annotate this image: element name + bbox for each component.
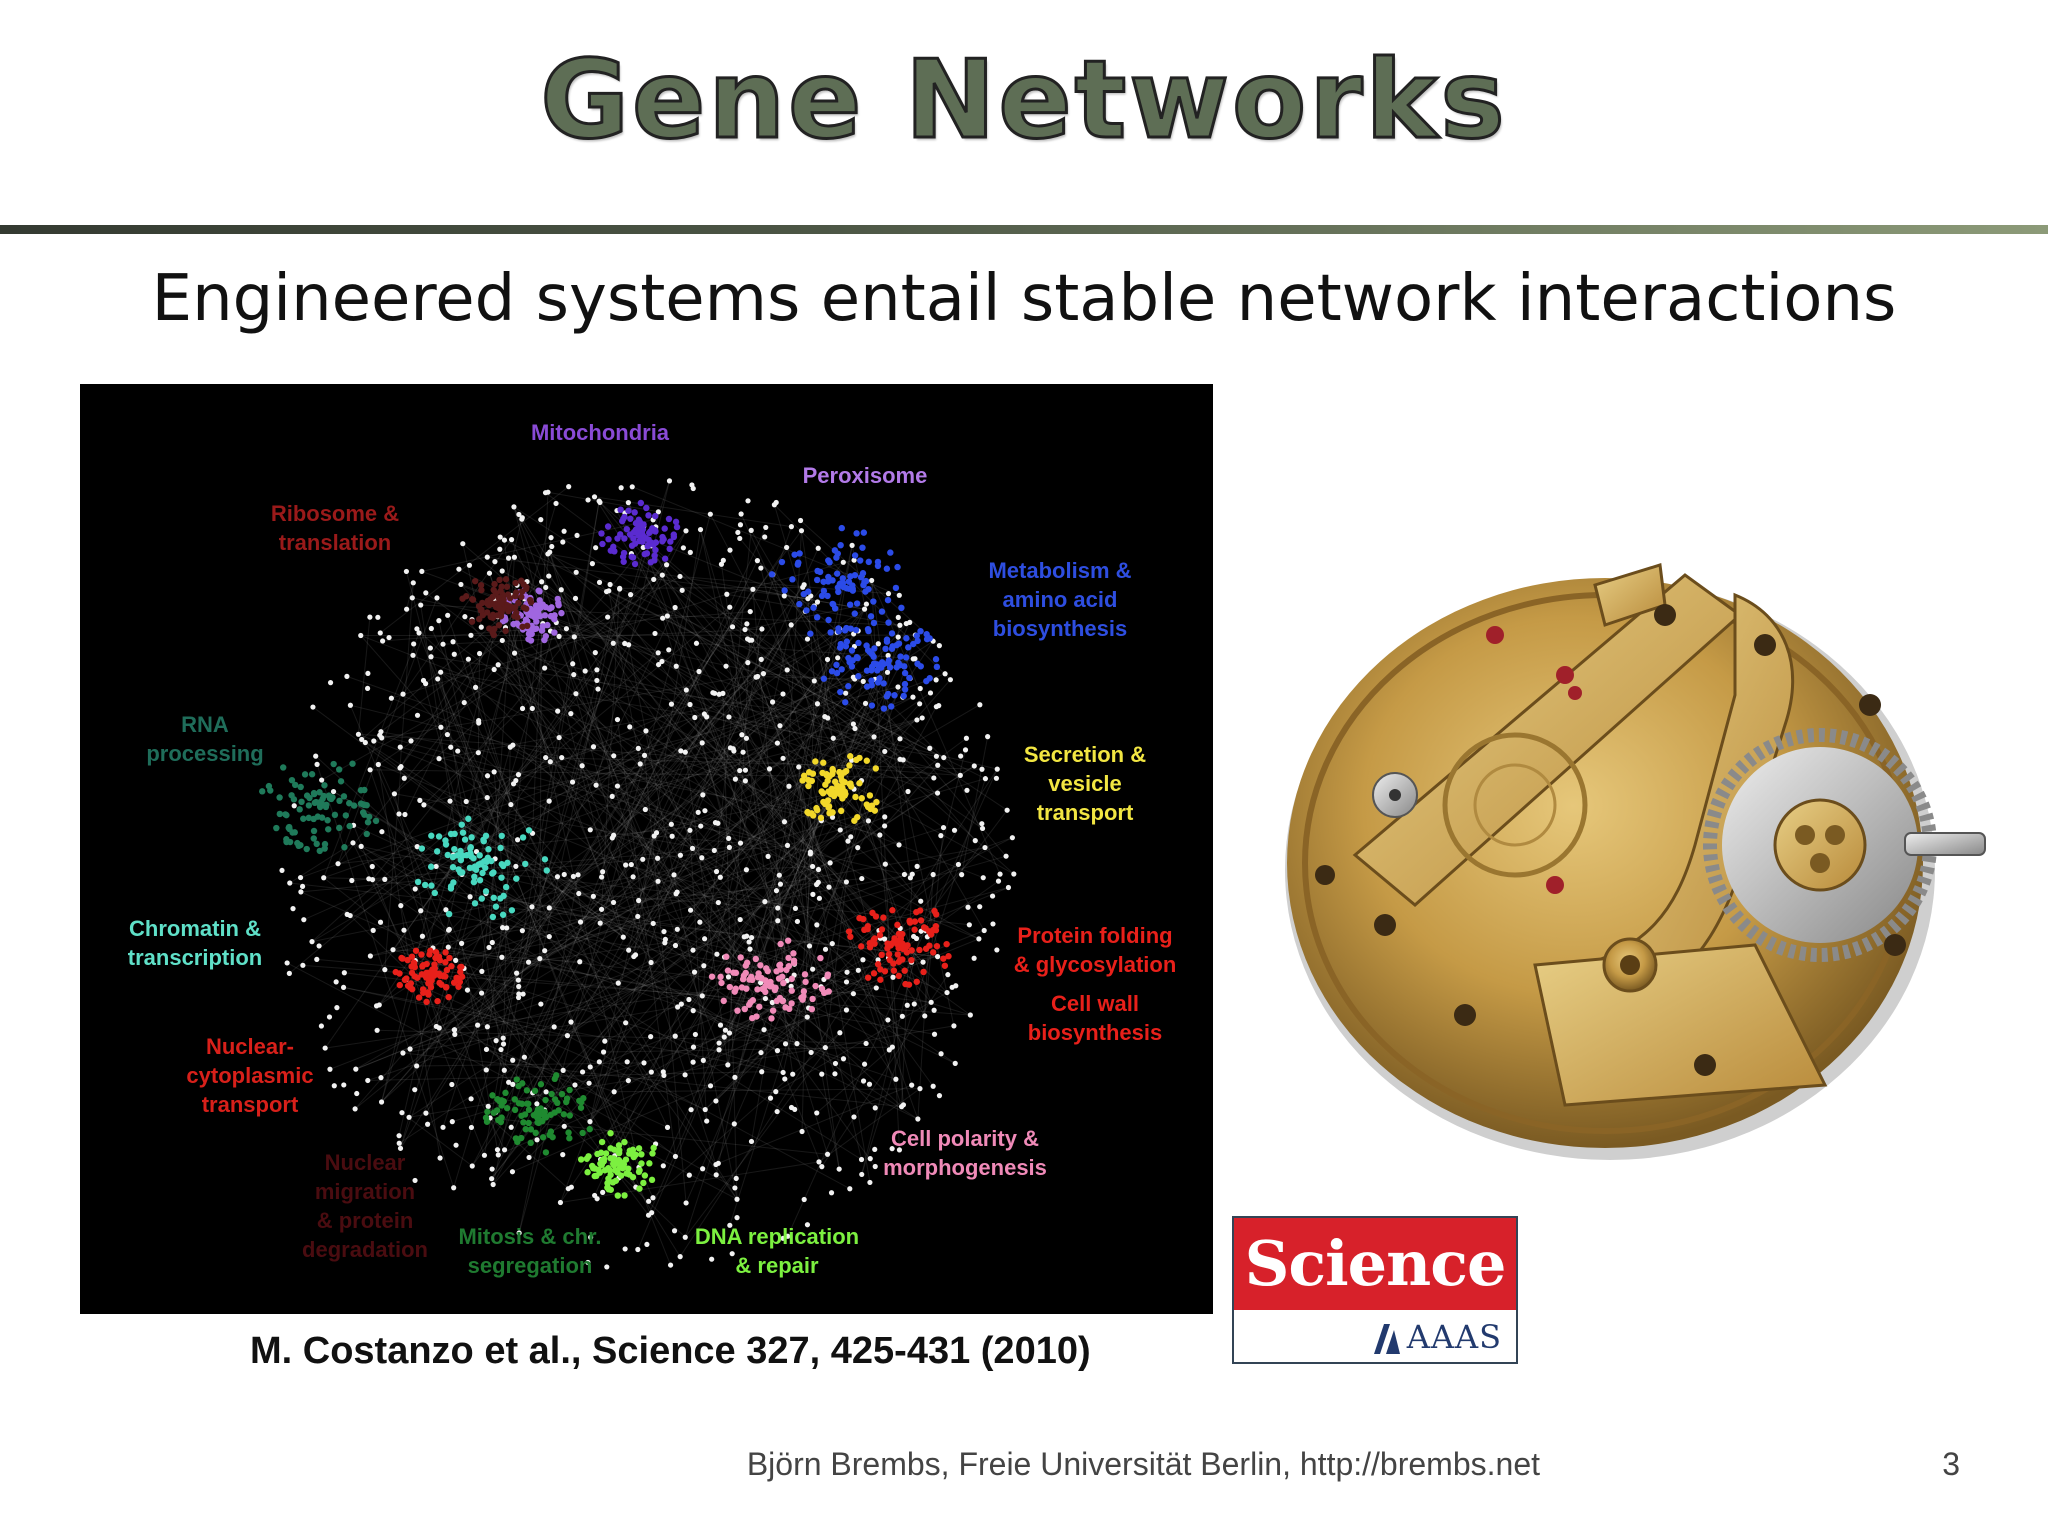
network-graph <box>259 478 1017 1270</box>
slide-footer: Björn Brembs, Freie Universität Berlin, … <box>746 1446 1540 1482</box>
science-aaas-logo: Science AAAS <box>1232 1216 1518 1364</box>
label-rna-processing: RNA processing <box>146 712 264 766</box>
aaas-mark-icon <box>1374 1324 1400 1354</box>
label-secretion: Secretion & vesicle transport <box>1023 742 1147 825</box>
slide-title: Gene Networks <box>539 37 1508 165</box>
network-clusters <box>259 499 952 1199</box>
watch-movement-image <box>1285 563 1986 1160</box>
label-nuclear-migration: Nuclear migration & protein degradation <box>302 1150 428 1262</box>
slide-subtitle: Engineered systems entail stable network… <box>151 262 1897 336</box>
label-cell-polarity: Cell polarity & morphogenesis <box>883 1126 1047 1180</box>
label-peroxisome: Peroxisome <box>802 463 928 488</box>
label-nuclear-cytoplasmic: Nuclear- cytoplasmic transport <box>186 1034 314 1117</box>
science-logo-wordmark: Science <box>1234 1218 1516 1310</box>
gene-network-figure: Mitochondria Peroxisome Ribosome & trans… <box>80 384 1213 1314</box>
label-cell-wall: Cell wall biosynthesis <box>1027 991 1163 1045</box>
title-divider <box>0 225 2048 234</box>
citation: M. Costanzo et al., Science 327, 425-431… <box>250 1330 1091 1372</box>
label-mitosis: Mitosis & chr. segregation <box>458 1224 602 1278</box>
label-metabolism: Metabolism & amino acid biosynthesis <box>988 558 1132 641</box>
label-mitochondria: Mitochondria <box>530 420 670 445</box>
label-ribosome: Ribosome & translation <box>270 501 400 555</box>
label-dna-replication: DNA replication & repair <box>694 1224 860 1278</box>
label-protein-folding: Protein folding & glycosylation <box>1013 923 1177 977</box>
science-logo-org: AAAS <box>1406 1318 1502 1356</box>
label-chromatin: Chromatin & transcription <box>127 916 263 970</box>
page-number: 3 <box>1942 1446 1960 1482</box>
